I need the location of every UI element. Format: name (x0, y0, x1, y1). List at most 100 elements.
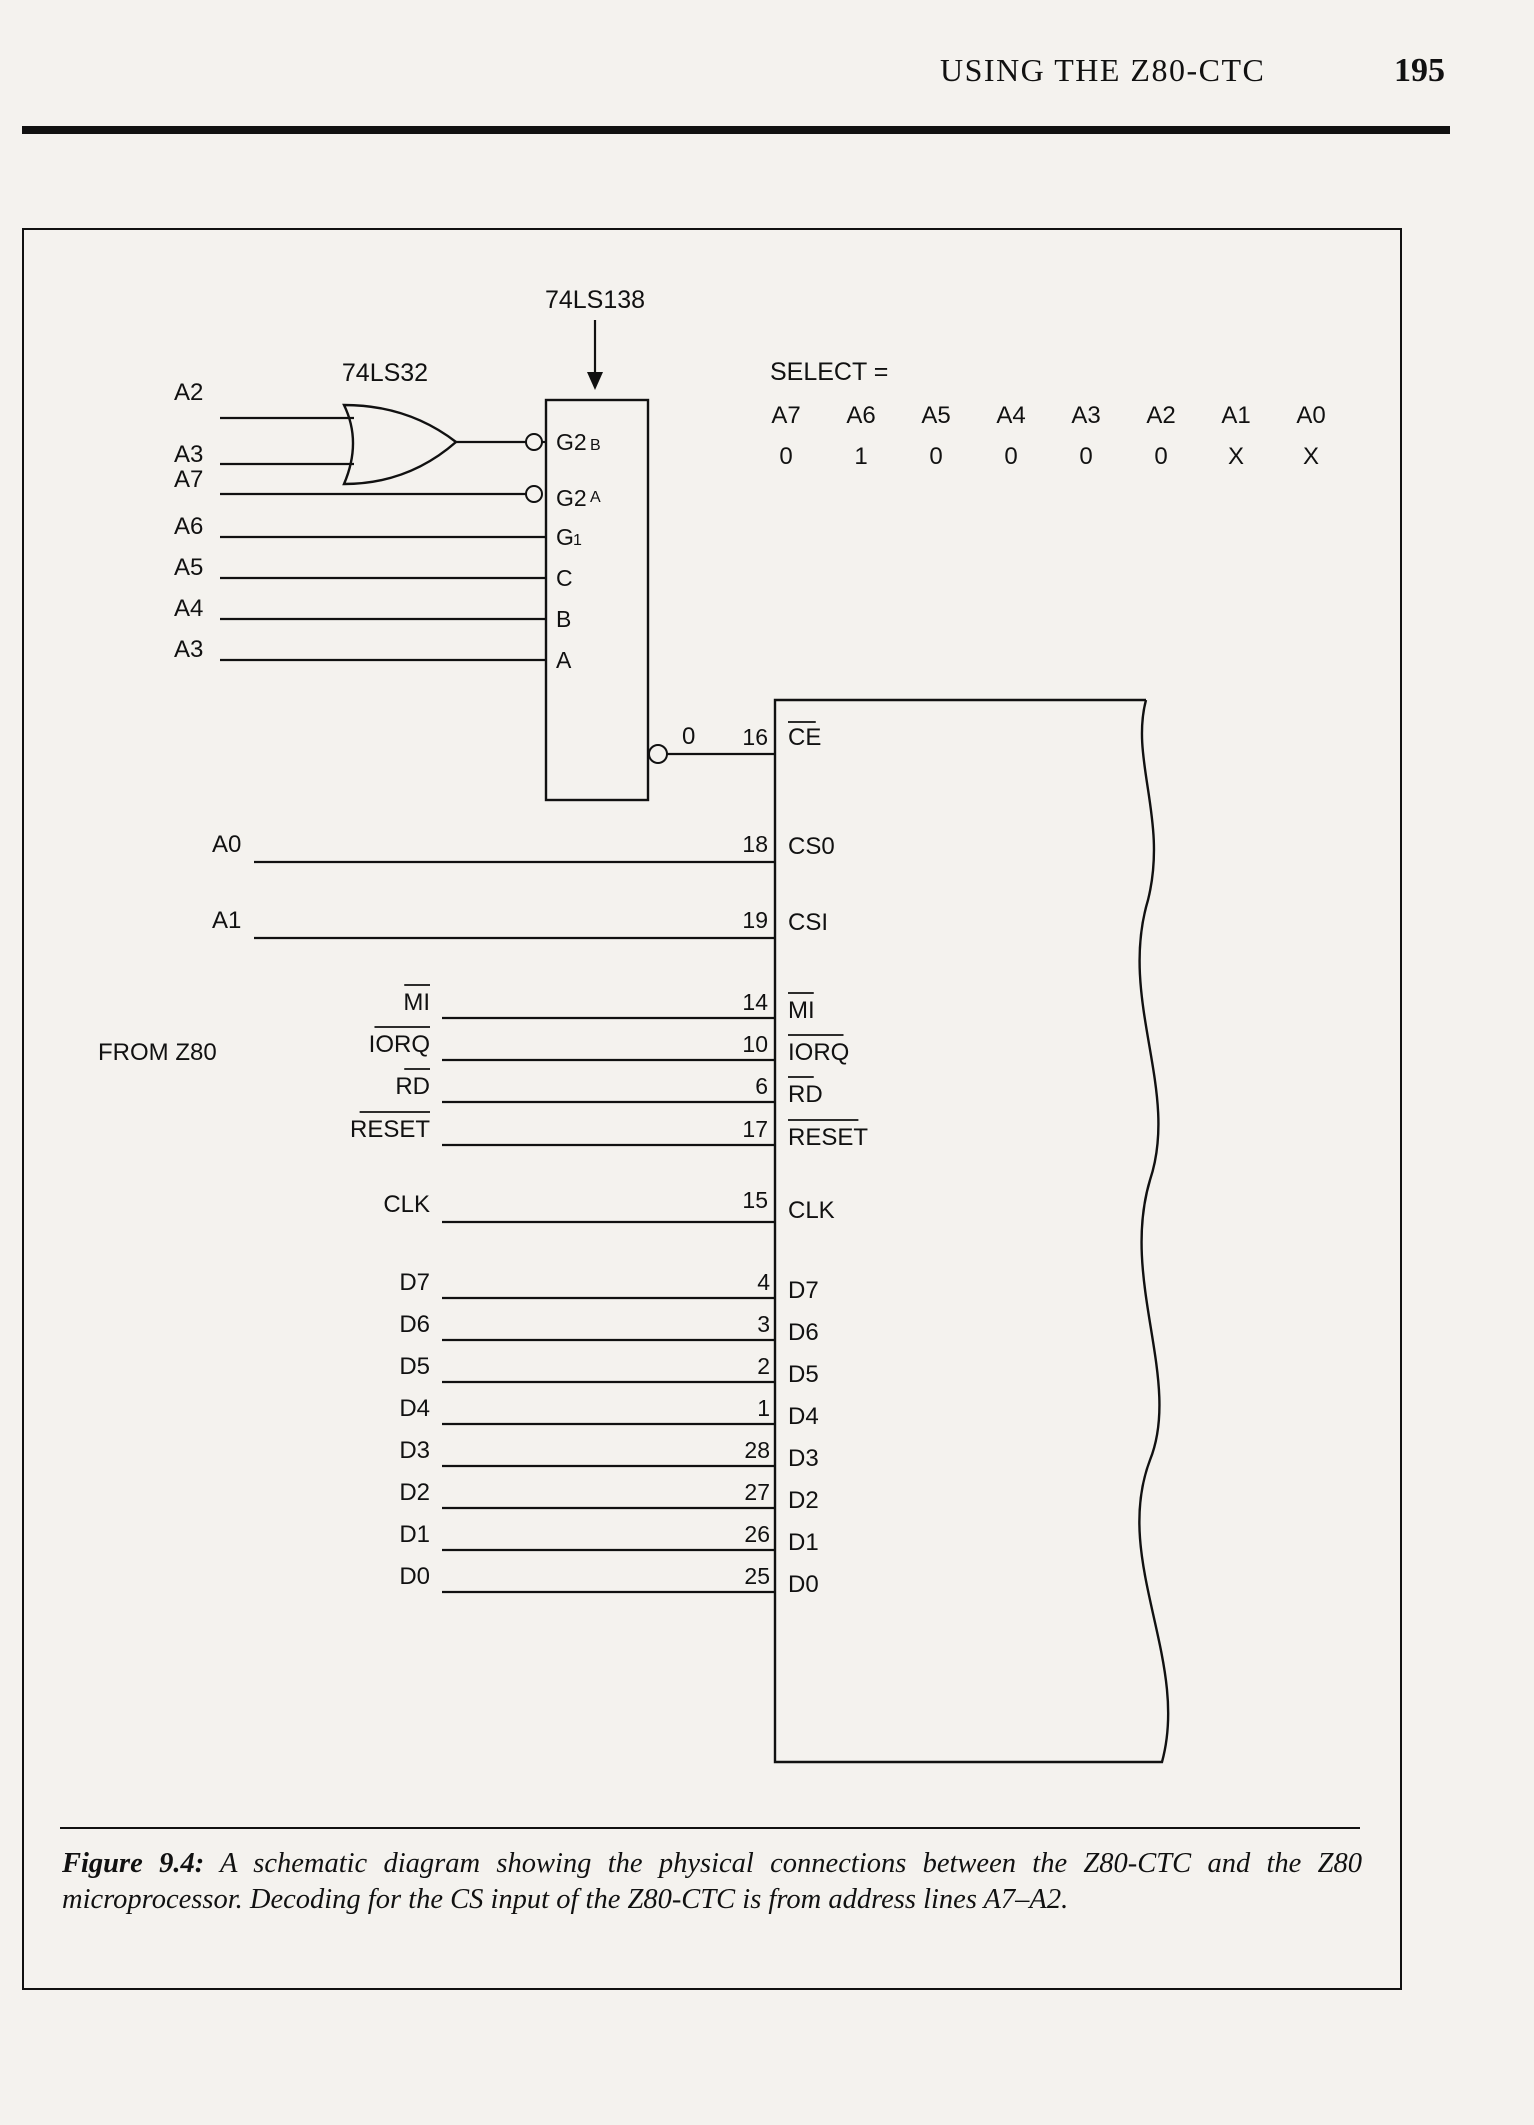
decoder-input-a5-label: A5 (174, 554, 203, 581)
figure-caption: Figure 9.4: A schematic diagram showing … (62, 1846, 1362, 1918)
ctc-pin-10-number: 10 (742, 1031, 768, 1057)
data-d0-label: D0 (399, 1563, 430, 1590)
control-mi-label: MI (403, 989, 430, 1016)
data-d7-label: D7 (399, 1269, 430, 1296)
select-header-a2: A2 (1146, 402, 1175, 429)
ctc-pin-d2-label: D2 (788, 1487, 819, 1514)
ctc-pin-6-number: 6 (755, 1073, 768, 1099)
decoder-input-a7-label: A7 (174, 466, 203, 493)
ctc-chip-body (773, 698, 1170, 1764)
select-header-a6: A6 (846, 402, 875, 429)
ctc-pin-26-number: 26 (744, 1521, 770, 1547)
select-value-a3: 0 (1079, 443, 1092, 470)
ctc-pin-4-number: 4 (757, 1269, 770, 1295)
ctc-pin-d7-label: D7 (788, 1277, 819, 1304)
from-z80-label: FROM Z80 (98, 1039, 217, 1066)
select-value-a5: 0 (929, 443, 942, 470)
ctc-pin-19-number: 19 (742, 907, 768, 933)
ctc-pin-18-number: 18 (742, 831, 768, 857)
ctc-pin-3-number: 3 (757, 1311, 770, 1337)
select-header-a5: A5 (921, 402, 950, 429)
figure-frame (22, 228, 1402, 1990)
control-reset-label: RESET (350, 1116, 430, 1143)
select-value-a6: 1 (854, 443, 867, 470)
ctc-pin-cs0-label: CS0 (788, 833, 835, 860)
ctc-pin-d6-label: D6 (788, 1319, 819, 1346)
g2b-invert-bubble (525, 433, 543, 451)
or-input-a2-label: A2 (174, 379, 203, 406)
decoder-pin-c-label: C (556, 565, 573, 591)
decoder-ic-label: 74LS138 (545, 286, 645, 314)
decoder-input-a6-label: A6 (174, 513, 203, 540)
or-input-a3-label: A3 (174, 441, 203, 468)
decoder-pin-g2b-sub: B (590, 437, 601, 454)
decoder-pin-a-label: A (556, 647, 572, 673)
ctc-pin-d4-label: D4 (788, 1403, 819, 1430)
ctc-pin-2-number: 2 (757, 1353, 770, 1379)
decoder-input-a4-label: A4 (174, 595, 203, 622)
ctc-pin-17-number: 17 (742, 1116, 768, 1142)
ctc-pin-14-number: 14 (742, 989, 768, 1015)
select-header-a3: A3 (1071, 402, 1100, 429)
decoder-output-label: 0 (682, 723, 695, 750)
decoder-input-a3-label: A3 (174, 636, 203, 663)
select-value-a2: 0 (1154, 443, 1167, 470)
data-d5-label: D5 (399, 1353, 430, 1380)
ctc-pin-d3-label: D3 (788, 1445, 819, 1472)
select-header-a1: A1 (1221, 402, 1250, 429)
ctc-pin-mi-label: MI (788, 997, 815, 1024)
select-header-a0: A0 (1296, 402, 1325, 429)
data-d4-label: D4 (399, 1395, 430, 1422)
header-rule (22, 126, 1450, 134)
select-label: SELECT = (770, 358, 888, 386)
decoder-pin-g2a-sub: A (590, 489, 601, 506)
clock-label: CLK (383, 1191, 430, 1218)
ctc-pin-clk-label: CLK (788, 1197, 835, 1224)
caption-rule (60, 1827, 1360, 1829)
or-gate-label: 74LS32 (342, 359, 428, 387)
running-head: USING THE Z80-CTC (940, 52, 1266, 88)
ctc-pin-16-number: 16 (742, 724, 768, 750)
caption-text: A schematic diagram showing the physical… (62, 1848, 1362, 1915)
ctc-pin-iorq-label: IORQ (788, 1039, 849, 1066)
decoder-pin-b-label: B (556, 606, 571, 632)
ctc-pin-d1-label: D1 (788, 1529, 819, 1556)
ctc-pin-28-number: 28 (744, 1437, 770, 1463)
address-a0-label: A0 (212, 831, 241, 858)
ctc-pin-1-number: 1 (757, 1395, 770, 1421)
control-rd-label: RD (395, 1073, 430, 1100)
page-number: 195 (1394, 52, 1445, 89)
data-d3-label: D3 (399, 1437, 430, 1464)
decoder-pin-g1-label: G (556, 524, 574, 550)
select-header-a7: A7 (771, 402, 800, 429)
ctc-pin-15-number: 15 (742, 1187, 768, 1213)
ctc-pin-d0-label: D0 (788, 1571, 819, 1598)
or-gate-body (342, 403, 458, 486)
data-d1-label: D1 (399, 1521, 430, 1548)
g2a-invert-bubble (525, 485, 543, 503)
select-value-a7: 0 (779, 443, 792, 470)
select-value-a1: X (1228, 443, 1244, 470)
select-value-a0: X (1303, 443, 1319, 470)
ctc-pin-rd-label: RD (788, 1081, 823, 1108)
decoder-pin-g2b-label: G2 (556, 429, 587, 455)
address-a1-label: A1 (212, 907, 241, 934)
ctc-pin-csi-label: CSI (788, 909, 828, 936)
decoder-output-bubble (648, 744, 668, 764)
ctc-pin-ce-label: CE (788, 724, 821, 751)
ctc-pin-25-number: 25 (744, 1563, 770, 1589)
data-d6-label: D6 (399, 1311, 430, 1338)
ctc-pin-27-number: 27 (744, 1479, 770, 1505)
caption-label: Figure 9.4: (62, 1848, 205, 1879)
decoder-arrow-head (587, 372, 603, 390)
select-header-a4: A4 (996, 402, 1025, 429)
ctc-pin-d5-label: D5 (788, 1361, 819, 1388)
select-value-a4: 0 (1004, 443, 1017, 470)
decoder-pin-g1-sub: 1 (573, 532, 582, 549)
decoder-pin-g2a-label: G2 (556, 485, 587, 511)
decoder-ic-body (544, 398, 650, 802)
data-d2-label: D2 (399, 1479, 430, 1506)
ctc-pin-reset-label: RESET (788, 1124, 868, 1151)
control-iorq-label: IORQ (369, 1031, 430, 1058)
